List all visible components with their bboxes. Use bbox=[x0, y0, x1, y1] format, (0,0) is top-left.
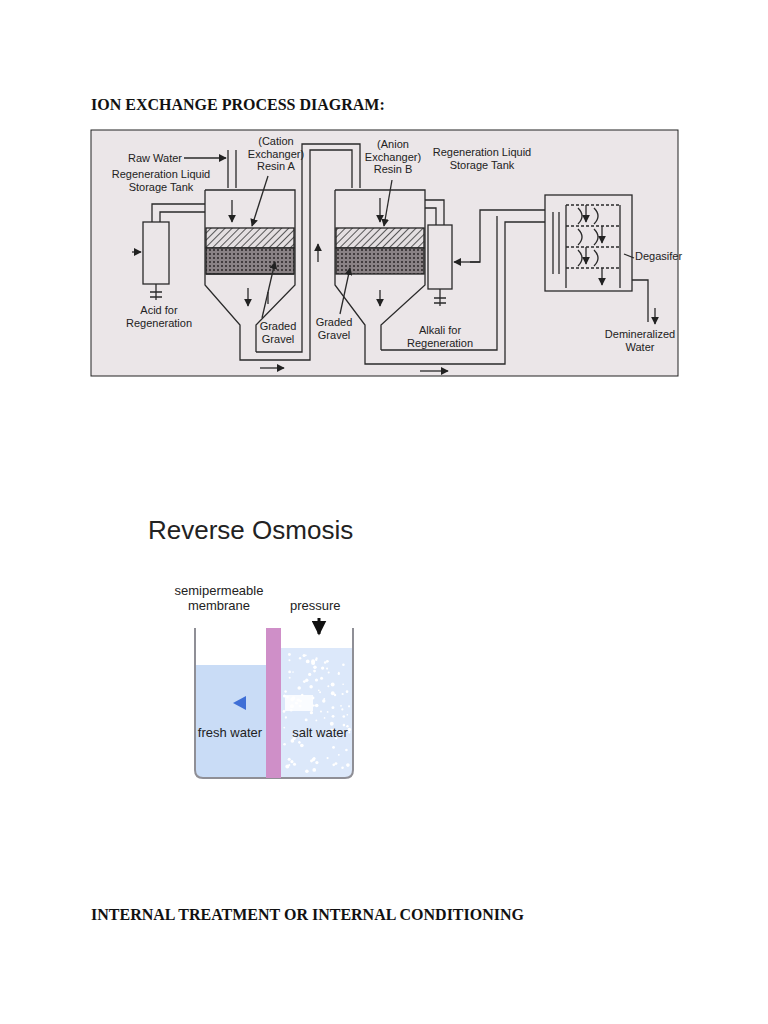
salt-particle bbox=[313, 670, 316, 673]
part-label: Regeneration Liquid Storage Tank bbox=[104, 168, 218, 193]
salt-particle bbox=[290, 760, 293, 763]
salt-particle bbox=[346, 690, 349, 693]
salt-particle bbox=[298, 741, 300, 743]
salt-particle bbox=[328, 672, 330, 674]
part-label: semipermeable membrane bbox=[166, 584, 272, 614]
salt-particle bbox=[321, 666, 324, 669]
salt-particle bbox=[289, 677, 291, 679]
salt-particle bbox=[311, 659, 315, 663]
salt-particle bbox=[319, 691, 321, 693]
salt-particle bbox=[283, 743, 286, 746]
outlet-label: Demineralized Water bbox=[604, 328, 676, 353]
salt-particle bbox=[331, 683, 335, 687]
salt-particle bbox=[309, 685, 312, 688]
salt-particle bbox=[288, 671, 291, 674]
salt-particle bbox=[299, 657, 301, 659]
part-label: (Anion Exchanger) Resin B bbox=[362, 138, 424, 176]
salt-particle bbox=[305, 718, 308, 721]
section-heading: INTERNAL TREATMENT OR INTERNAL CONDITION… bbox=[91, 906, 711, 924]
salt-particle bbox=[342, 664, 345, 667]
part-label: Graded Gravel bbox=[312, 316, 356, 341]
salt-particle bbox=[308, 673, 311, 676]
salt-particle bbox=[299, 742, 301, 744]
salt-particle bbox=[284, 690, 286, 692]
ion-exchange-plant bbox=[132, 144, 655, 371]
salt-particle bbox=[332, 763, 335, 766]
salt-particle bbox=[318, 690, 320, 692]
salt-particle bbox=[326, 668, 328, 670]
salt-particle bbox=[346, 714, 348, 716]
inlet-label: Raw Water bbox=[128, 152, 184, 165]
salt-particle bbox=[313, 666, 317, 670]
salt-particle bbox=[320, 710, 322, 712]
part-label: pressure bbox=[290, 599, 356, 614]
salt-particle bbox=[331, 691, 335, 695]
salt-particle bbox=[322, 699, 325, 702]
reverse-osmosis-tank bbox=[195, 618, 353, 778]
salt-particle bbox=[310, 711, 313, 714]
salt-particle bbox=[315, 704, 319, 708]
salt-particle bbox=[327, 711, 329, 713]
salt-particle bbox=[315, 659, 317, 661]
salt-particle bbox=[348, 731, 350, 733]
part-label: Regeneration Liquid Storage Tank bbox=[428, 146, 536, 171]
salt-particle bbox=[283, 710, 286, 713]
salt-particle bbox=[324, 717, 326, 719]
salt-particle bbox=[293, 763, 296, 766]
salt-particle bbox=[341, 708, 343, 710]
part-label: Degasifer bbox=[635, 250, 684, 263]
salt-particle bbox=[288, 764, 290, 766]
salt-particle bbox=[331, 706, 334, 709]
salt-particle bbox=[303, 680, 306, 683]
salt-particle bbox=[305, 769, 309, 773]
salt-particle bbox=[341, 766, 344, 769]
salt-particle bbox=[310, 760, 313, 763]
salt-particle bbox=[300, 744, 304, 748]
salt-particle bbox=[342, 715, 345, 718]
salt-particle bbox=[315, 761, 318, 764]
salt-particle bbox=[327, 685, 329, 687]
salt-particle bbox=[332, 746, 335, 749]
salt-particle bbox=[306, 660, 310, 664]
part-label: salt water bbox=[288, 726, 352, 741]
part-label: Graded Gravel bbox=[256, 320, 300, 345]
part-label: (Cation Exchanger) Resin A bbox=[244, 135, 308, 173]
salt-particle bbox=[320, 677, 323, 680]
salt-particle bbox=[305, 654, 307, 656]
salt-particle bbox=[342, 683, 344, 685]
salt-particle bbox=[327, 757, 329, 759]
part-label: Acid for Regeneration bbox=[120, 304, 198, 329]
salt-particle bbox=[332, 715, 335, 718]
salt-particle bbox=[315, 678, 318, 681]
figure-title: Reverse Osmosis bbox=[148, 516, 408, 546]
salt-particle bbox=[338, 754, 340, 756]
salt-particle bbox=[315, 719, 317, 721]
salt-particle bbox=[345, 749, 348, 752]
salt-particle bbox=[285, 716, 287, 718]
salt-particle bbox=[297, 686, 300, 689]
salt-particle bbox=[288, 659, 290, 661]
salt-particle bbox=[312, 768, 316, 772]
salt-particle bbox=[348, 705, 350, 707]
salt-particle bbox=[324, 661, 327, 664]
salt-particle bbox=[288, 653, 291, 656]
salt-particle bbox=[346, 763, 350, 767]
salt-particle bbox=[292, 671, 294, 673]
salt-particle bbox=[342, 693, 344, 695]
section-heading: ION EXCHANGE PROCESS DIAGRAM: bbox=[91, 96, 385, 114]
salt-particle bbox=[323, 698, 325, 700]
part-label: fresh water bbox=[196, 726, 264, 741]
part-label: Alkali for Regeneration bbox=[400, 324, 480, 349]
salt-particle bbox=[348, 728, 352, 732]
salt-particle bbox=[338, 673, 340, 675]
salt-particle bbox=[288, 758, 291, 761]
salt-particle bbox=[340, 705, 342, 707]
figure-panel bbox=[91, 130, 678, 376]
salt-particle bbox=[283, 727, 285, 729]
